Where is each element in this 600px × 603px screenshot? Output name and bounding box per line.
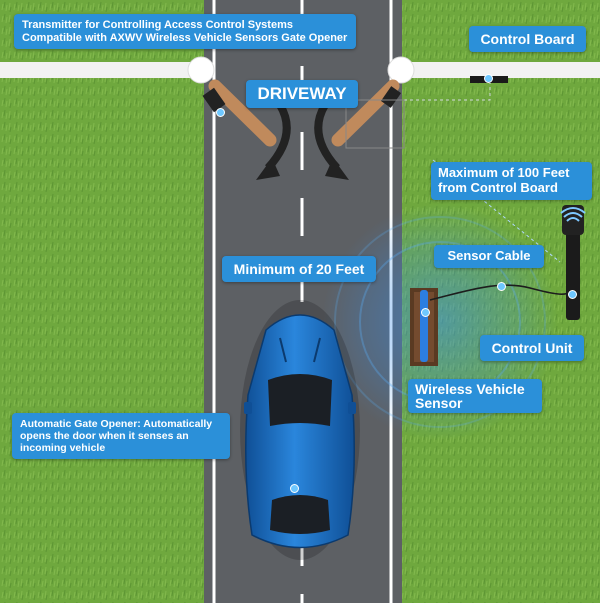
sensor-cable [429, 284, 573, 301]
pointer-dot-car [290, 484, 299, 493]
pointer-dot-sensor-cable [497, 282, 506, 291]
gate-opener-label: Automatic Gate Opener: Automatically ope… [12, 413, 230, 460]
transmitter-label: Transmitter for Controlling Access Contr… [14, 14, 356, 50]
driveway-label: DRIVEWAY [246, 80, 358, 108]
gate-post-left [187, 56, 215, 84]
gate-post-right [387, 56, 415, 84]
control-board-label: Control Board [469, 26, 586, 53]
pointer-dot-control-unit [568, 290, 577, 299]
min-distance-label: Minimum of 20 Feet [222, 256, 376, 283]
pointer-dot-sensor [421, 308, 430, 317]
car-icon [240, 300, 360, 560]
control-unit-label: Control Unit [480, 335, 584, 362]
gate-arm-icon [202, 79, 277, 147]
wifi-icon [560, 207, 586, 222]
pointer-dot-transmitter [216, 108, 225, 117]
pointer-dot-control-board [484, 74, 493, 83]
boundary-right [401, 62, 600, 78]
sensor-cable-label: Sensor Cable [434, 245, 544, 268]
boundary-left [0, 62, 205, 78]
wireless-sensor-label: Wireless Vehicle Sensor [408, 379, 542, 413]
gate-arm-icon [331, 79, 402, 147]
max-distance-label: Maximum of 100 Feet from Control Board [431, 162, 592, 200]
